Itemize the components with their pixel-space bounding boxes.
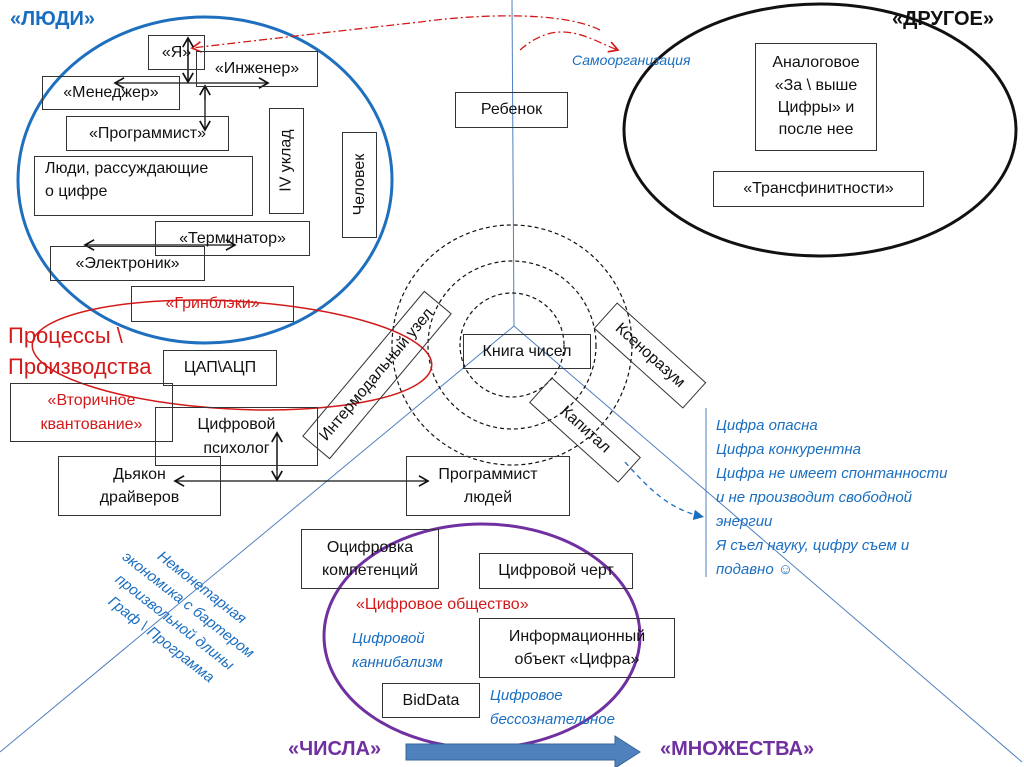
right-notes: Цифра опасна Цифра конкурентна Цифра не … — [716, 417, 948, 578]
box-terminator: «Терминатор» — [155, 221, 310, 256]
box-chelovek: Человек — [342, 132, 377, 238]
box-manager: «Менеджер» — [42, 76, 180, 110]
box-electronic: «Электроник» — [50, 246, 205, 281]
label-sets: «МНОЖЕСТВА» — [660, 738, 815, 760]
box-book-of-numbers: Книга чисел — [463, 334, 591, 369]
box-programmer: «Программист» — [66, 116, 229, 151]
processes-ellipse — [31, 299, 433, 411]
people-ellipse — [16, 15, 394, 345]
axis-line-right — [513, 325, 1023, 763]
label-people: «ЛЮДИ» — [10, 8, 96, 30]
box-digital-devil: Цифровой черт — [479, 553, 633, 589]
numbers-to-sets-arrow — [405, 735, 641, 767]
box-ya: «Я» — [148, 35, 205, 70]
axis-line-top — [511, 0, 515, 327]
inner-circle — [459, 292, 565, 398]
box-engineer: «Инженер» — [196, 51, 318, 87]
dashed-circles — [391, 224, 633, 466]
self-organization-label: Самоорганизация — [572, 52, 691, 68]
other-ellipse — [622, 2, 1018, 258]
label-numbers: «ЧИСЛА» — [288, 738, 382, 760]
outer-circle — [391, 224, 633, 466]
axis-line-left — [0, 325, 515, 753]
processes-title: Процессы \Производства — [8, 323, 152, 379]
label-other: «ДРУГОЕ» — [892, 8, 994, 30]
middle-circle — [427, 260, 597, 430]
digital-society-label: «Цифровое общество» — [356, 596, 529, 613]
box-child: Ребенок — [455, 92, 568, 128]
capital-arrow — [624, 461, 705, 520]
selforg-arrow-left — [190, 15, 601, 53]
box-greenblacks: «Гринблэки» — [131, 286, 294, 322]
box-dac-adc: ЦАП\АЦП — [163, 350, 277, 386]
box-transfinite: «Трансфинитности» — [713, 171, 924, 207]
box-biddata: BidData — [382, 683, 480, 718]
box-iv-uklad: IV уклад — [269, 108, 304, 214]
selforg-arrow-right — [519, 31, 620, 53]
